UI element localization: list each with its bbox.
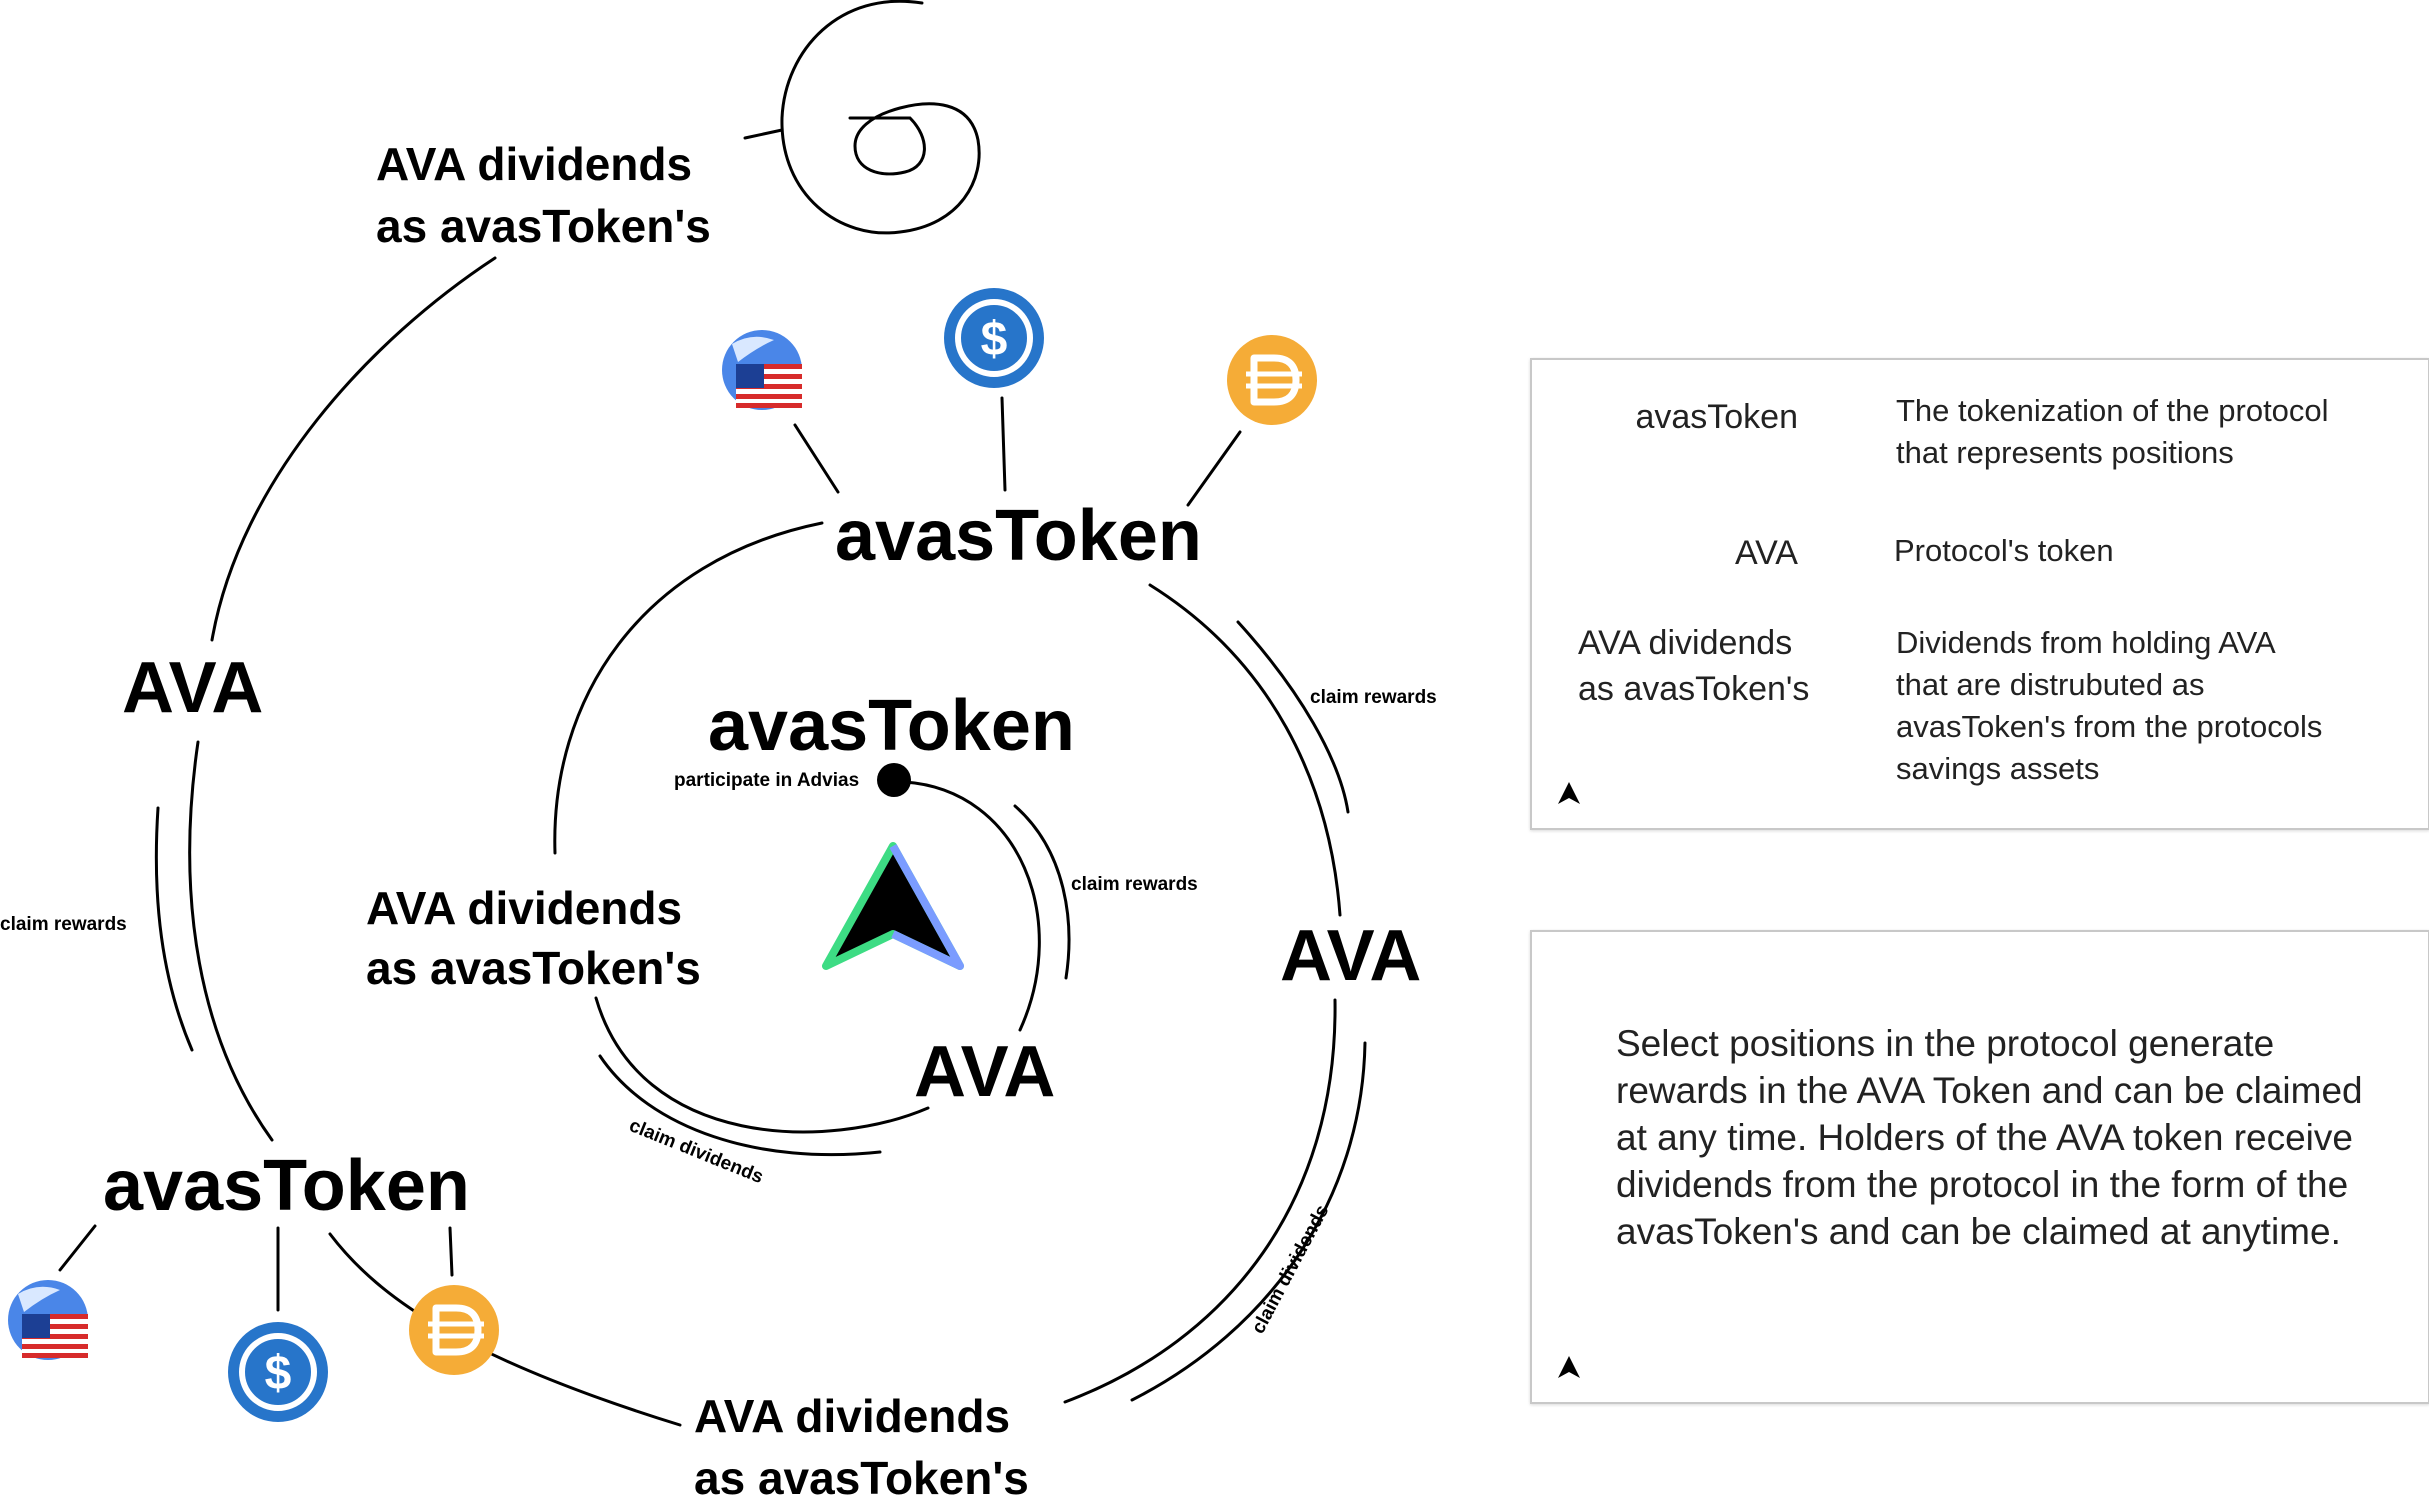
outer-arc-avastoken-to-dividends bbox=[328, 1232, 682, 1427]
outer-ava-dividends-line1: AVA dividends bbox=[376, 138, 692, 190]
inner-ava-dividends-line1: AVA dividends bbox=[366, 882, 682, 934]
legend-def-ava: Protocol's token bbox=[1894, 533, 2114, 568]
middle-ava-label: AVA bbox=[1280, 916, 1421, 996]
middle-claim-rewards-label: claim rewards bbox=[1310, 687, 1437, 708]
inner-ava-dividends-line2: as avasToken's bbox=[366, 942, 701, 994]
usdc-coin-icon-top bbox=[944, 288, 1044, 388]
middle-arc-dividends-to-avastoken bbox=[553, 521, 824, 855]
middle-arc-ava-to-dividends bbox=[1063, 998, 1337, 1404]
advias-mini-logo bbox=[1558, 1356, 1580, 1378]
inner-claim-dividends-bracket bbox=[598, 1054, 882, 1157]
usdm-flag-coin-icon-top bbox=[722, 330, 802, 410]
usdm-flag-coin-icon bbox=[8, 1280, 88, 1360]
explanation-panel: Select positions in the protocol generat… bbox=[1530, 930, 2429, 1404]
inner-arc-ava-to-dividends bbox=[594, 996, 930, 1134]
legend-def-ava-dividends: Dividends from holding AVA that are dist… bbox=[1896, 625, 2323, 786]
spiral-icon bbox=[780, 0, 981, 235]
inner-claim-rewards-label: claim rewards bbox=[1071, 874, 1198, 895]
middle-claim-dividends-bracket bbox=[1130, 1041, 1367, 1402]
outer-arc-ava-to-avastoken bbox=[188, 740, 274, 1142]
explanation-text: Select positions in the protocol generat… bbox=[1616, 1023, 2363, 1252]
legend-term-avastoken: avasToken bbox=[1635, 398, 1798, 436]
legend-term-ava-dividends: AVA dividends as avasToken's bbox=[1578, 624, 1810, 708]
dai-coin-icon bbox=[409, 1285, 499, 1375]
dai-coin-icon-top bbox=[1227, 335, 1317, 425]
middle-arc-avastoken-to-ava bbox=[1148, 583, 1342, 917]
usdc-coin-icon bbox=[228, 1322, 328, 1422]
outer-ava-label: AVA bbox=[122, 648, 263, 728]
middle-claim-rewards-bracket bbox=[1236, 620, 1350, 814]
inner-arc-start-to-ava bbox=[903, 780, 1041, 1032]
participate-start-dot bbox=[877, 763, 911, 797]
advias-mini-logo bbox=[1558, 782, 1580, 804]
outer-arc-dividends-to-ava bbox=[210, 256, 497, 642]
legend-panel: avasToken The tokenization of the protoc… bbox=[1530, 358, 2429, 830]
outer-ava-dividends-line2: as avasToken's bbox=[376, 200, 711, 252]
inner-ava-label: AVA bbox=[914, 1032, 1055, 1112]
middle-avastoken-label: avasToken bbox=[835, 496, 1202, 576]
inner-participate-label: participate in Advias bbox=[674, 770, 859, 791]
inner-claim-rewards-bracket bbox=[1013, 804, 1071, 980]
inner-avastoken-label: avasToken bbox=[708, 686, 1075, 766]
legend-def-avastoken: The tokenization of the protocol that re… bbox=[1896, 393, 2329, 470]
outer-claim-rewards-bracket bbox=[154, 806, 194, 1052]
advias-logo bbox=[822, 842, 964, 970]
token-flow-spiral-diagram: $ AVA dividends as avasToken's bbox=[0, 0, 1437, 1504]
outer-avastoken-label: avasToken bbox=[103, 1146, 470, 1226]
outer-claim-rewards-label: claim rewards bbox=[0, 914, 127, 935]
bottom-ava-dividends-line1: AVA dividends bbox=[694, 1390, 1010, 1442]
bottom-ava-dividends-line2: as avasToken's bbox=[694, 1452, 1029, 1504]
legend-term-ava: AVA bbox=[1735, 534, 1798, 572]
middle-claim-dividends-label: claim dividends bbox=[1248, 1202, 1333, 1338]
